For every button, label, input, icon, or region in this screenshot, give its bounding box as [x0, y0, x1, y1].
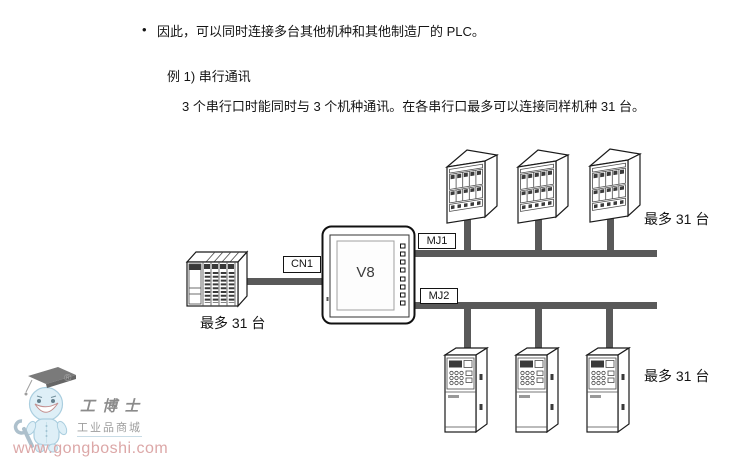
- inverter-device-3: [586, 347, 630, 433]
- watermark-tagline: 工业品商城: [77, 419, 142, 437]
- port-label-mj2: MJ2: [420, 288, 458, 304]
- watermark-url: www.gongboshi.com: [13, 440, 169, 457]
- plc-device-2: [517, 149, 569, 224]
- bullet-dot: •: [142, 22, 147, 37]
- intro-line: 因此，可以同时连接多台其他机种和其他制造厂的 PLC。: [157, 24, 485, 39]
- bus-mj1: [413, 212, 657, 257]
- example-description: 3 个串行口时能同时与 3 个机种通讯。在各串行口最多可以连接同样机种 31 台…: [182, 99, 645, 114]
- max-units-label-bottom: 最多 31 台: [644, 368, 710, 384]
- max-units-label-top: 最多 31 台: [644, 211, 710, 227]
- plc-device-1: [446, 149, 498, 224]
- watermark-brand: 工博士: [80, 399, 147, 415]
- port-label-cn1: CN1: [283, 256, 321, 273]
- example-title: 例 1) 串行通讯: [167, 69, 251, 84]
- max-units-label-left: 最多 31 台: [200, 315, 266, 331]
- inverter-device-1: [444, 347, 488, 433]
- plc-rack-device: [185, 250, 249, 308]
- bus-mj2: [413, 302, 657, 352]
- port-label-mj1: MJ1: [418, 233, 456, 249]
- plc-device-3: [589, 148, 641, 223]
- watermark-registered-mark: ®: [64, 373, 72, 384]
- hmi-screen-label: V8: [356, 264, 375, 281]
- cable-cn1: [244, 278, 324, 285]
- hmi-v8-device: [321, 225, 416, 325]
- watermark-mascot: [13, 367, 76, 453]
- inverter-device-2: [515, 347, 559, 433]
